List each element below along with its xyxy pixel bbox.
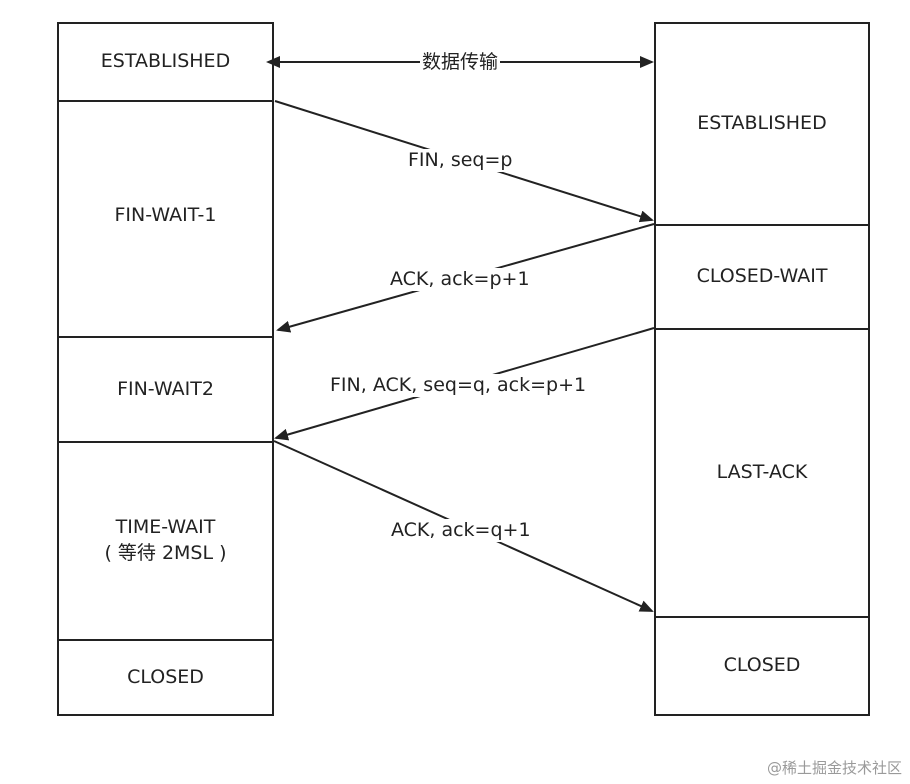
data-transfer-label: 数据传输 [420,51,501,74]
client-state-fin-wait-2: FIN-WAIT2 [59,338,272,443]
state-sublabel: ( 等待 2MSL ) [104,542,227,564]
client-state-time-wait: TIME-WAIT ( 等待 2MSL ) [59,443,272,641]
server-state-established: ESTABLISHED [656,24,868,226]
fin-ack-label: FIN, ACK, seq=q, ack=p+1 [328,374,589,397]
ack2-label: ACK, ack=q+1 [389,519,533,542]
server-state-last-ack: LAST-ACK [656,330,868,618]
state-label: TIME-WAIT [115,516,216,539]
fin-label: FIN, seq=p [406,149,515,172]
state-label: FIN-WAIT-1 [114,204,217,227]
server-state-column: ESTABLISHED CLOSED-WAIT LAST-ACK CLOSED [654,22,870,716]
state-label: CLOSED [127,665,204,688]
client-state-closed: CLOSED [59,641,272,714]
state-label: ESTABLISHED [100,50,231,73]
state-label: FIN-WAIT2 [117,377,214,400]
client-state-established: ESTABLISHED [59,24,272,102]
server-state-closed: CLOSED [656,618,868,714]
state-label: CLOSED [723,654,801,677]
watermark: @稀土掘金技术社区 [766,759,902,777]
ack1-label: ACK, ack=p+1 [388,268,532,291]
state-label: LAST-ACK [716,461,808,484]
client-state-fin-wait-1: FIN-WAIT-1 [59,102,272,338]
server-state-closed-wait: CLOSED-WAIT [656,226,868,330]
state-label: CLOSED-WAIT [696,265,828,288]
state-label: ESTABLISHED [697,112,827,135]
client-state-column: ESTABLISHED FIN-WAIT-1 FIN-WAIT2 TIME-WA… [57,22,274,716]
